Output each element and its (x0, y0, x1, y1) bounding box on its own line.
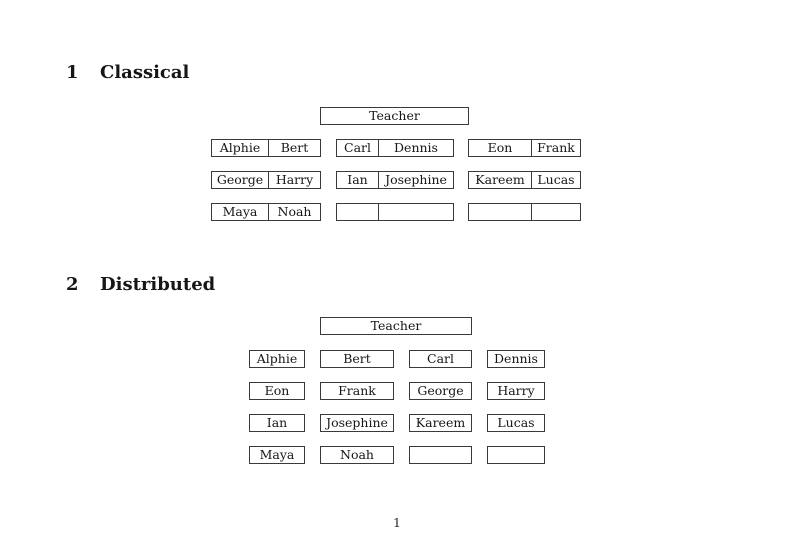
seat-distributed-r3c1: Ian (249, 414, 305, 432)
seat-right: Dennis (394, 140, 438, 155)
seat-right: Lucas (537, 172, 575, 187)
section-2-number: 2 (66, 274, 79, 295)
section-2-heading: 2 Distributed (66, 275, 215, 295)
seat-left: Eon (469, 140, 532, 156)
seat-distributed-r4c4-empty (487, 446, 545, 464)
seat-distributed-r1c3: Carl (409, 350, 472, 368)
desk-classical-r2c1: George Harry (211, 171, 321, 189)
seat-left-empty (469, 204, 532, 220)
seat-distributed-r1c2: Bert (320, 350, 394, 368)
desk-classical-r2c2: Ian Josephine (336, 171, 454, 189)
desk-classical-r2c3: Kareem Lucas (468, 171, 581, 189)
desk-classical-r1c1: Alphie Bert (211, 139, 321, 157)
section-2-title: Distributed (100, 274, 216, 295)
desk-classical-r3c2 (336, 203, 454, 221)
seat-left-empty (337, 204, 379, 220)
seat-distributed-r2c1: Eon (249, 382, 305, 400)
seat-distributed-r3c2: Josephine (320, 414, 394, 432)
teacher-box-classical: Teacher (320, 107, 469, 125)
desk-classical-r3c3 (468, 203, 581, 221)
teacher-box-distributed: Teacher (320, 317, 472, 335)
seat-left: Carl (337, 140, 379, 156)
desk-classical-r3c1: Maya Noah (211, 203, 321, 221)
seat-left: George (212, 172, 269, 188)
seat-right: Noah (277, 204, 312, 219)
seat-distributed-r4c2: Noah (320, 446, 394, 464)
seat-left: Maya (212, 204, 269, 220)
seat-left: Alphie (212, 140, 269, 156)
seat-distributed-r1c4: Dennis (487, 350, 545, 368)
seat-distributed-r4c1: Maya (249, 446, 305, 464)
section-1-title: Classical (100, 62, 190, 83)
seat-distributed-r2c2: Frank (320, 382, 394, 400)
section-1-heading: 1 Classical (66, 63, 189, 83)
seat-distributed-r4c3-empty (409, 446, 472, 464)
seat-distributed-r2c4: Harry (487, 382, 545, 400)
section-1-number: 1 (66, 62, 79, 83)
seat-left: Kareem (469, 172, 532, 188)
desk-classical-r1c3: Eon Frank (468, 139, 581, 157)
desk-classical-r1c2: Carl Dennis (336, 139, 454, 157)
seat-right-empty (532, 204, 580, 220)
seat-right-empty (379, 204, 453, 220)
seat-distributed-r1c1: Alphie (249, 350, 305, 368)
seat-distributed-r3c3: Kareem (409, 414, 472, 432)
page-number: 1 (393, 515, 401, 530)
seat-right: Harry (275, 172, 314, 187)
seat-right: Frank (537, 140, 575, 155)
seat-left: Ian (337, 172, 379, 188)
seat-right: Josephine (385, 172, 447, 187)
seat-distributed-r3c4: Lucas (487, 414, 545, 432)
seat-distributed-r2c3: George (409, 382, 472, 400)
seat-right: Bert (280, 140, 309, 155)
